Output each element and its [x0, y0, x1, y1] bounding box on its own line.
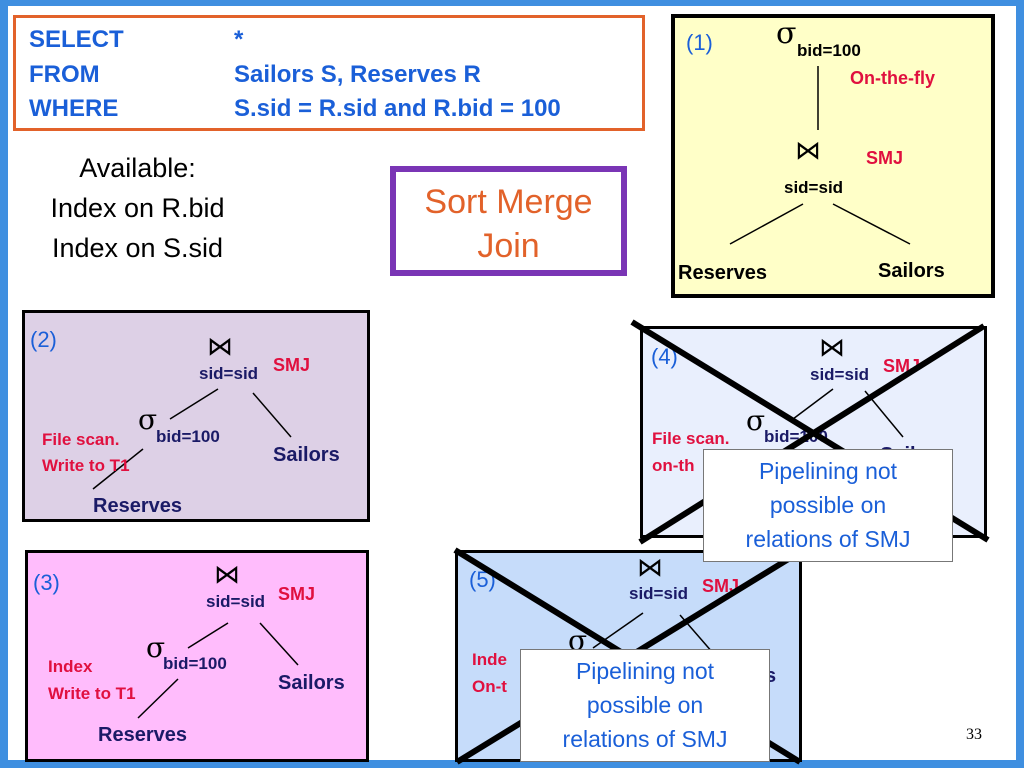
available-indexes: Available: Index on R.bid Index on S.sid	[20, 148, 255, 268]
plan-5-join-condition: sid=sid	[629, 584, 689, 603]
plan-5-pipeline-note: On-t	[472, 677, 507, 696]
sort-merge-join-title: Sort Merge Join	[390, 166, 627, 276]
note-5-line-1: Pipelining not	[575, 658, 715, 684]
plan-5-join-method: SMJ	[702, 576, 740, 596]
plan-2-outer-relation: Reserves	[93, 495, 182, 517]
note-5-line-3: relations of SMJ	[562, 726, 728, 752]
sql-select-value: *	[234, 26, 244, 53]
plan-3-join-condition: sid=sid	[206, 592, 266, 611]
sql-query-box: SELECT * FROM Sailors S, Reserves R WHER…	[13, 15, 645, 131]
title-line-1: Sort Merge	[424, 183, 593, 221]
plan-3-number: (3)	[33, 570, 60, 595]
plan-1-sigma-icon: σ	[776, 16, 797, 51]
plan-5-join-icon: ⋈	[637, 552, 663, 582]
page-number: 33	[966, 726, 982, 743]
plan-1-join-icon: ⋈	[795, 136, 821, 166]
available-heading: Available:	[79, 153, 196, 183]
plan-3-select-condition: bid=100	[163, 654, 227, 673]
plan-1-left-relation: Reserves	[678, 262, 767, 284]
note-4-line-3: relations of SMJ	[745, 526, 911, 552]
plan-1-right-relation: Sailors	[878, 260, 945, 282]
plan-1: (1) σ bid=100 On-the-fly ⋈ SMJ sid=sid R…	[671, 14, 995, 298]
plan-1-join-method: SMJ	[866, 148, 904, 168]
pipelining-note-plan-5: Pipelining not possible on relations of …	[520, 649, 770, 762]
note-5-line-2: possible on	[586, 692, 704, 718]
note-4-line-1: Pipelining not	[758, 458, 898, 484]
plan-1-join-condition: sid=sid	[784, 178, 844, 197]
plan-4-access-note: File scan.	[652, 429, 730, 448]
plan-5-access-note: Inde	[472, 650, 507, 669]
plan-2-join-condition: sid=sid	[199, 364, 259, 383]
plan-3-join-icon: ⋈	[214, 559, 240, 589]
sql-from-keyword: FROM	[29, 61, 100, 88]
available-index-rbid: Index on R.bid	[50, 193, 225, 223]
plan-2-write-note: Write to T1	[42, 456, 130, 475]
plan-2-number: (2)	[30, 327, 57, 352]
plan-3-join-method: SMJ	[278, 584, 316, 604]
plan-3-access-note: Index	[48, 657, 93, 676]
sql-where-keyword: WHERE	[29, 95, 119, 122]
plan-2-join-icon: ⋈	[207, 331, 233, 361]
title-line-2: Join	[477, 227, 540, 265]
available-index-ssid: Index on S.sid	[51, 233, 224, 263]
plan-3-sigma-icon: σ	[146, 631, 166, 664]
plan-2-access-note: File scan.	[42, 430, 120, 449]
plan-1-select-note: On-the-fly	[850, 68, 935, 88]
note-4-line-2: possible on	[769, 492, 887, 518]
plan-4-join-icon: ⋈	[819, 332, 845, 362]
plan-2-edges	[92, 388, 292, 490]
plan-5-sigma-icon: σ	[568, 624, 588, 657]
plan-1-select-condition: bid=100	[797, 41, 861, 60]
sql-where-value: S.sid = R.sid and R.bid = 100	[234, 95, 561, 122]
pipelining-note-plan-4: Pipelining not possible on relations of …	[703, 449, 953, 562]
plan-2-sigma-icon: σ	[138, 403, 158, 436]
sql-from-value: Sailors S, Reserves R	[234, 61, 481, 88]
plan-4-cross-line-b	[638, 323, 986, 545]
plan-3-edges	[137, 622, 299, 719]
plan-3: (3) ⋈ sid=sid SMJ σ bid=100 Index Write …	[25, 550, 369, 762]
plan-2-select-condition: bid=100	[156, 427, 220, 446]
plan-4-pipeline-note: on-th	[652, 456, 695, 475]
plan-5-inner-relation-fragment: s	[765, 665, 777, 687]
plan-4-sigma-icon: σ	[746, 404, 766, 437]
plan-1-number: (1)	[686, 30, 713, 55]
plan-3-write-note: Write to T1	[48, 684, 136, 703]
plan-1-edges	[729, 66, 911, 245]
plan-2-inner-relation: Sailors	[273, 444, 340, 466]
plan-4-join-condition: sid=sid	[810, 365, 870, 384]
plan-3-outer-relation: Reserves	[98, 724, 187, 746]
sql-select-keyword: SELECT	[29, 26, 124, 53]
plan-3-inner-relation: Sailors	[278, 672, 345, 694]
plan-2-join-method: SMJ	[273, 355, 311, 375]
plan-2: (2) ⋈ sid=sid SMJ σ bid=100 File scan. W…	[22, 310, 370, 522]
